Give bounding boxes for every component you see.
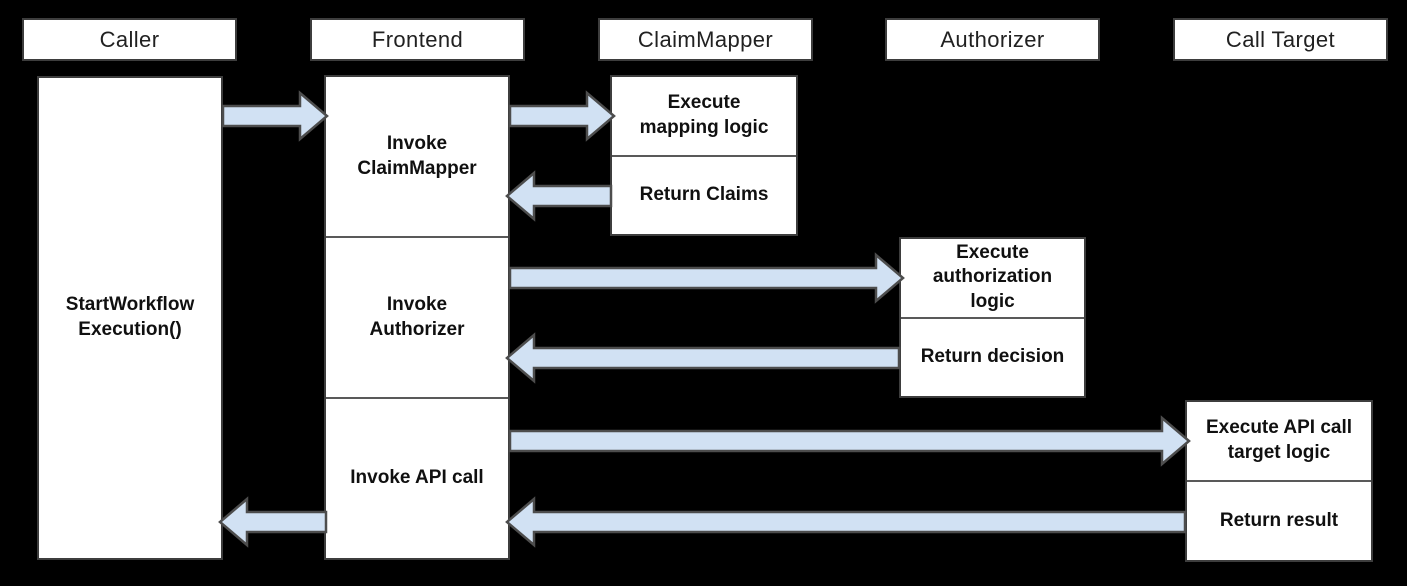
step-return-result: Return result	[1187, 480, 1371, 560]
arrow-frontend-to-authorizer-icon	[508, 252, 905, 304]
activation-caller: StartWorkflow Execution()	[37, 76, 223, 560]
step-invoke-authorizer: Invoke Authorizer	[326, 236, 508, 397]
arrow-calltarget-to-frontend-icon	[505, 496, 1187, 548]
actor-label: Authorizer	[940, 26, 1045, 52]
actor-label: ClaimMapper	[637, 26, 774, 52]
step-execute-api-call-target-logic: Execute API call target logic	[1205, 417, 1353, 463]
activation-frontend: Invoke ClaimMapper Invoke Authorizer Inv…	[324, 75, 510, 560]
arrow-authorizer-to-frontend-icon	[505, 332, 901, 384]
step-return-claims: Return Claims	[612, 154, 796, 235]
arrow-caller-to-frontend-icon	[221, 90, 329, 142]
actor-label: Caller	[99, 26, 160, 52]
actor-label: Frontend	[371, 26, 464, 52]
activation-authorizer: Execute authorization logic Return decis…	[899, 237, 1086, 398]
step-startworkflowexecution: StartWorkflow Execution()	[65, 294, 195, 340]
arrow-frontend-to-claimmapper-icon	[508, 90, 616, 142]
step-invoke-claimmapper: Invoke ClaimMapper	[357, 132, 477, 179]
activation-calltarget: Execute API call target logic Return res…	[1185, 400, 1373, 562]
step-execute-authorization-logic: Execute authorization logic	[932, 241, 1053, 313]
actor-header-frontend: Frontend	[310, 18, 525, 61]
activation-claimmapper: Execute mapping logic Return Claims	[610, 75, 798, 236]
arrow-claimmapper-to-frontend-icon	[505, 170, 613, 222]
actor-header-calltarget: Call Target	[1173, 18, 1388, 61]
step-execute-mapping-logic: Execute mapping logic	[639, 92, 769, 138]
step-invoke-api-call: Invoke API call	[326, 397, 508, 558]
actor-label: Call Target	[1225, 26, 1336, 52]
arrow-frontend-to-calltarget-icon	[508, 415, 1191, 467]
actor-header-claimmapper: ClaimMapper	[598, 18, 813, 61]
step-return-decision: Return decision	[901, 316, 1084, 397]
arrow-frontend-to-caller-icon	[218, 496, 328, 548]
actor-header-caller: Caller	[22, 18, 237, 61]
actor-header-authorizer: Authorizer	[885, 18, 1100, 61]
